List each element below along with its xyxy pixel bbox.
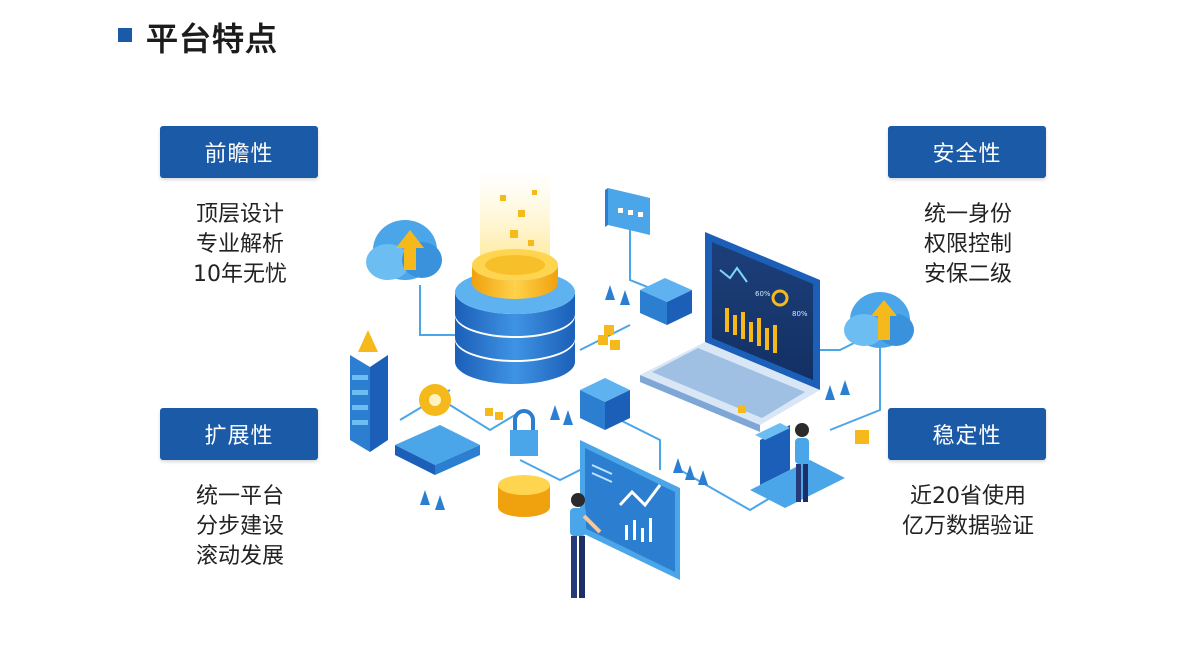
feature-line: 权限控制 [923,232,1012,257]
isometric-platform-illustration: 60% 80% [350,170,914,598]
feature-badge-extensibility: 扩展性 [160,408,318,460]
coin-stack-icon [498,475,550,517]
feature-badge-stability: 稳定性 [888,408,1046,460]
server-box-icon [640,278,692,325]
page-title: 平台特点 [146,20,279,58]
feature-line: 安保二级 [923,262,1012,287]
cloud-upload-icon [366,220,442,280]
feature-line: 10年无忧 [193,262,287,287]
cloud-upload-icon [844,292,914,348]
feature-line: 统一身份 [923,202,1012,227]
platform-tile-icon [395,425,480,475]
feature-line: 亿万数据验证 [901,514,1034,539]
feature-line: 近20省使用 [910,484,1026,509]
laptop-dashboard-icon: 60% 80% [640,232,820,432]
person-presenter-icon [570,493,602,598]
feature-desc-security: 统一身份 权限控制 安保二级 [868,200,1068,290]
gold-cubes-icon [485,325,869,444]
lock-icon [510,409,538,456]
feature-desc-forward-looking: 顶层设计 专业解析 10年无忧 [140,200,340,290]
feature-badge-forward-looking: 前瞻性 [160,126,318,178]
feature-line: 专业解析 [195,232,284,257]
title-square-icon [118,28,132,42]
feature-desc-stability: 近20省使用 亿万数据验证 [868,482,1068,542]
gear-icon [419,384,451,416]
svg-text:80%: 80% [792,310,808,318]
feature-line: 统一平台 [195,484,284,509]
svg-text:60%: 60% [755,290,771,298]
feature-badge-security: 安全性 [888,126,1046,178]
feature-line: 滚动发展 [195,544,284,569]
database-stack-icon [455,170,575,384]
tree-icon [420,285,850,510]
person-user-icon [795,423,809,502]
chat-bubble-icon [605,188,650,235]
feature-line: 分步建设 [195,514,284,539]
server-tower-icon [350,330,388,452]
server-box-icon [580,378,630,430]
feature-desc-extensibility: 统一平台 分步建设 滚动发展 [140,482,340,572]
analytics-board-icon [580,440,680,580]
feature-line: 顶层设计 [195,202,284,227]
